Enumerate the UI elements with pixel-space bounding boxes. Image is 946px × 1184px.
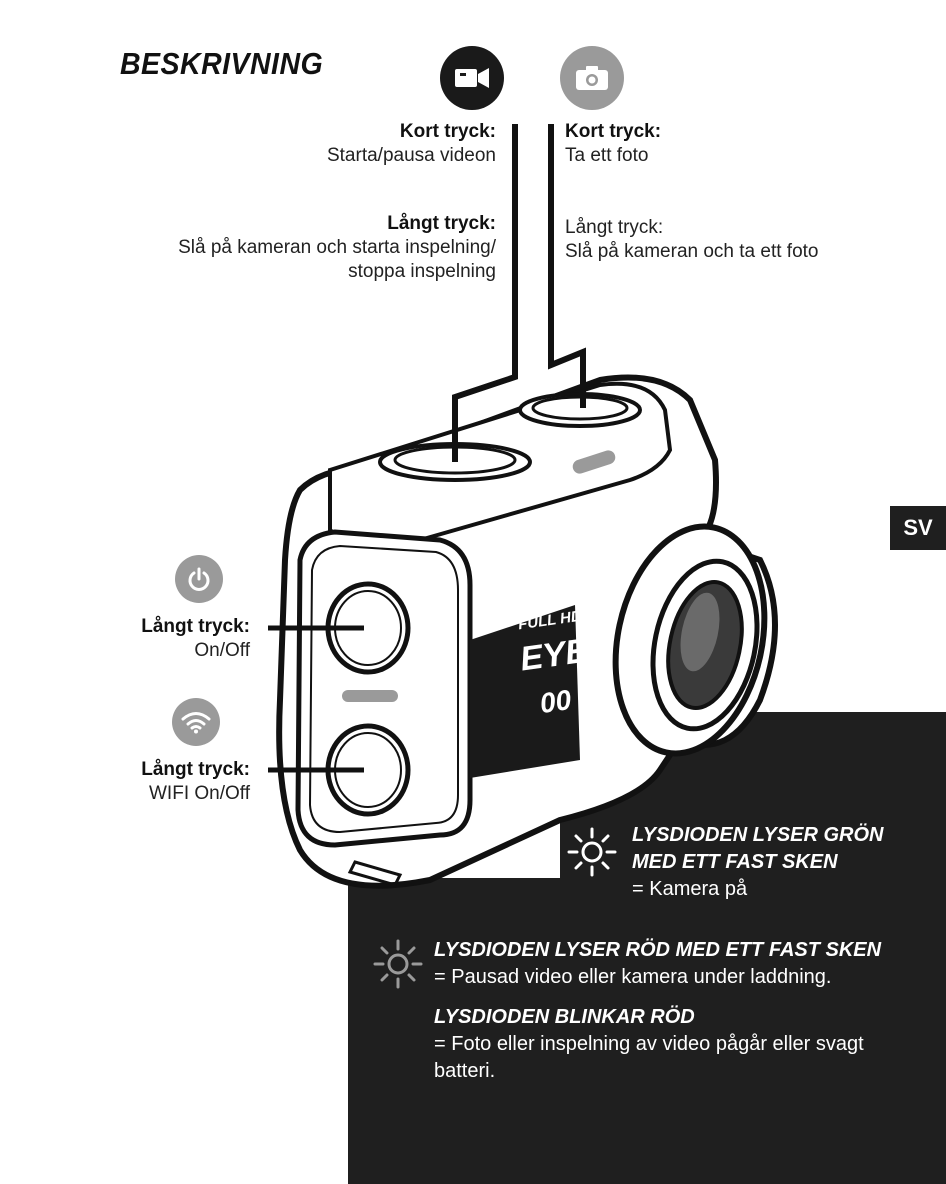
wifi-icon xyxy=(172,698,220,746)
led-blink-desc-2: batteri. xyxy=(434,1060,496,1082)
camera-brand-eye: EYE xyxy=(517,631,591,679)
photo-long-desc: Slå på kameran och ta ett foto xyxy=(565,241,819,262)
video-camera-icon xyxy=(440,46,504,110)
power-button-desc: Långt tryck: On/Off xyxy=(141,615,250,663)
led-sun-icon xyxy=(373,939,423,989)
led-red-desc: = Pausad video eller kamera under laddni… xyxy=(434,966,832,988)
power-desc-text: On/Off xyxy=(194,640,250,661)
video-button-long-press: Långt tryck: Slå på kameran och starta i… xyxy=(178,212,496,284)
led-sun-icon xyxy=(567,827,617,877)
led-green-desc: = Kamera på xyxy=(632,878,748,900)
led-blink-desc-1: = Foto eller inspelning av video pågår e… xyxy=(434,1033,864,1055)
power-icon xyxy=(175,555,223,603)
video-long-desc-2: stoppa inspelning xyxy=(348,261,496,282)
wifi-desc-text: WIFI On/Off xyxy=(149,783,250,804)
video-short-label: Kort tryck: xyxy=(399,121,496,142)
led-state-green: LYSDIODEN LYSER GRÖN MED ETT FAST SKEN =… xyxy=(632,822,932,903)
camera-brand-model: 00 xyxy=(537,683,574,720)
led-state-red-steady: LYSDIODEN LYSER RÖD MED ETT FAST SKEN = … xyxy=(434,937,914,991)
photo-button-long-press: Långt tryck: Slå på kameran och ta ett f… xyxy=(565,216,819,264)
led-blink-heading: LYSDIODEN BLINKAR RÖD xyxy=(434,1006,695,1028)
page-title: BESKRIVNING xyxy=(120,46,324,81)
photo-long-label: Långt tryck: xyxy=(565,217,664,238)
photo-short-label: Kort tryck: xyxy=(565,121,662,142)
video-short-desc: Starta/pausa videon xyxy=(326,145,496,166)
power-label: Långt tryck: xyxy=(141,616,250,637)
wifi-label: Långt tryck: xyxy=(141,759,250,780)
video-long-desc-1: Slå på kameran och starta inspelning/ xyxy=(178,237,496,258)
led-green-heading-2: MED ETT FAST SKEN xyxy=(632,851,838,873)
video-button-short-press: Kort tryck: Starta/pausa videon xyxy=(327,120,496,168)
language-badge: SV xyxy=(890,506,946,550)
led-state-red-blink: LYSDIODEN BLINKAR RÖD = Foto eller inspe… xyxy=(434,1004,884,1085)
photo-button-short-press: Kort tryck: Ta ett foto xyxy=(565,120,661,168)
wifi-button-desc: Långt tryck: WIFI On/Off xyxy=(141,758,250,806)
photo-camera-icon xyxy=(560,46,624,110)
photo-short-desc: Ta ett foto xyxy=(565,145,649,166)
video-long-label: Långt tryck: xyxy=(387,213,496,234)
led-red-heading: LYSDIODEN LYSER RÖD MED ETT FAST SKEN xyxy=(434,939,882,961)
dark-panel-bottom xyxy=(348,878,946,1184)
led-green-heading-1: LYSDIODEN LYSER GRÖN xyxy=(632,824,884,846)
